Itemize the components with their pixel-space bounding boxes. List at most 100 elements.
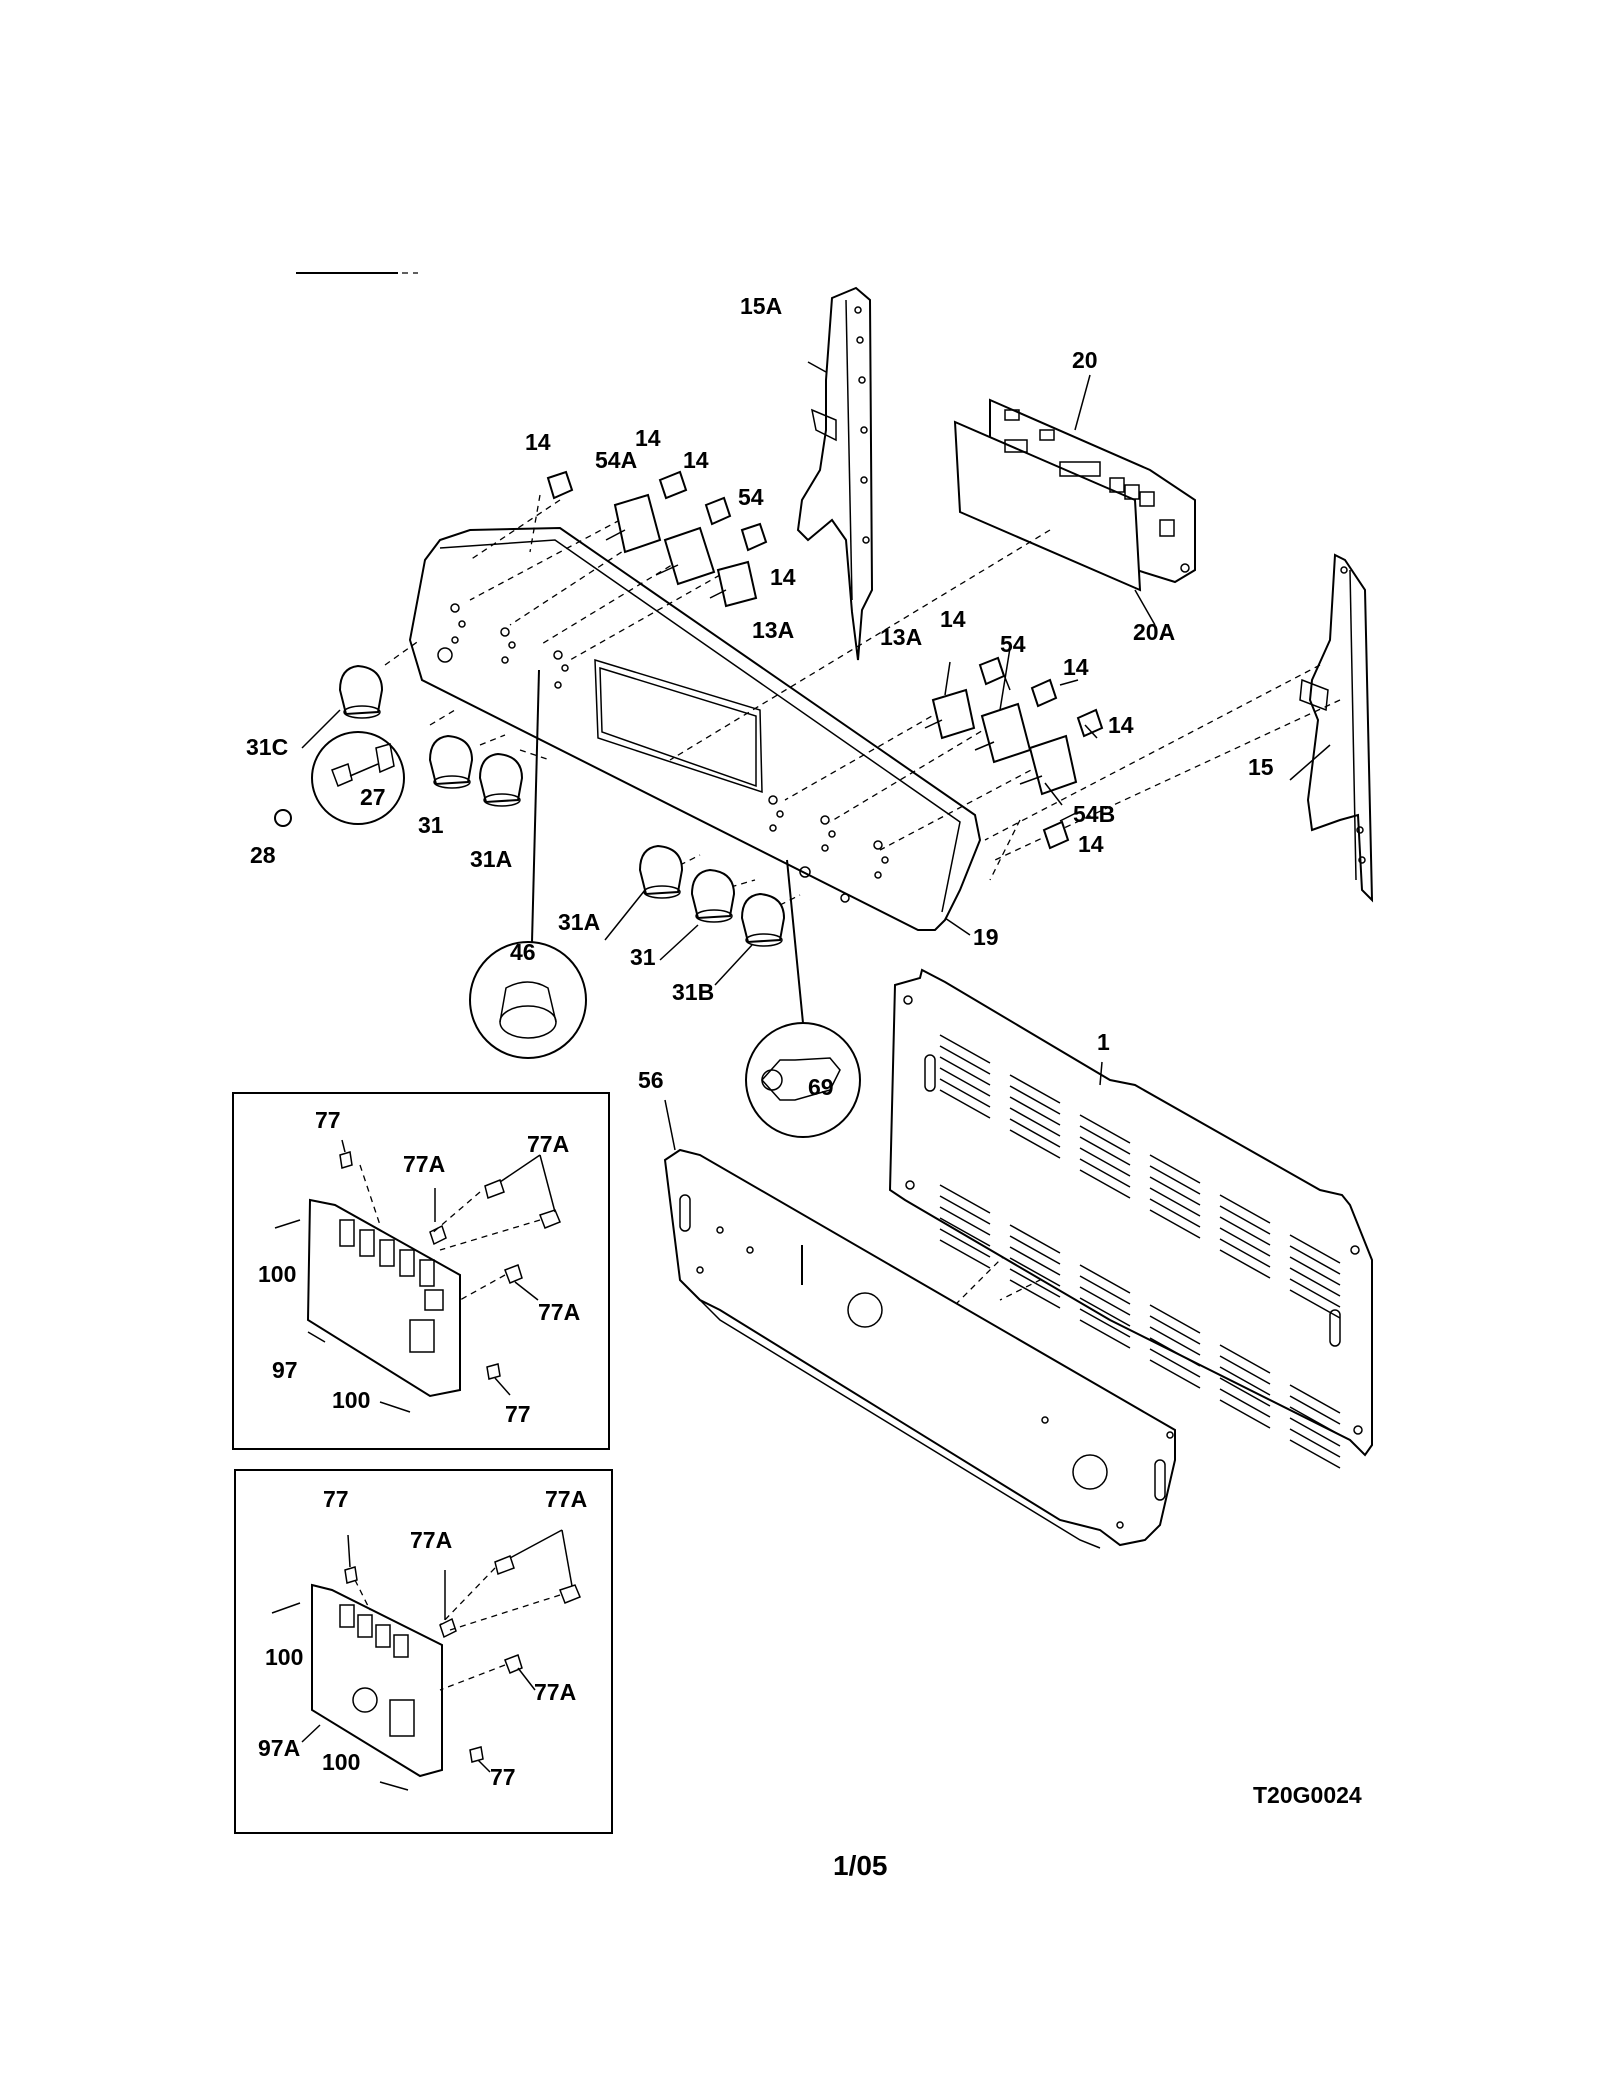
- vent-slot: [1289, 1417, 1341, 1447]
- callout-56: 56: [638, 1067, 664, 1093]
- display-board-20: [953, 398, 1196, 592]
- box1-callout-100-a: 100: [258, 1261, 296, 1287]
- vent-slot: [1289, 1278, 1341, 1308]
- vent-slot: [939, 1067, 991, 1097]
- callout-31b: 31B: [672, 979, 714, 1005]
- vent-slot: [1219, 1377, 1271, 1407]
- callout-31a: 31A: [470, 846, 512, 872]
- vent-slot: [1219, 1344, 1271, 1374]
- vent-slot: [939, 1078, 991, 1108]
- drawing-number: T20G0024: [1253, 1782, 1362, 1808]
- callout-54a: 54A: [595, 447, 637, 473]
- vent-slot: [939, 1228, 991, 1258]
- knobs: [338, 664, 786, 947]
- vent-slot: [1219, 1216, 1271, 1246]
- box2-callout-100-b: 100: [322, 1749, 360, 1775]
- callout-13a-right: 13A: [880, 624, 922, 650]
- vent-slot: [1009, 1268, 1061, 1298]
- vent-slot: [1219, 1366, 1271, 1396]
- vent-slot: [1009, 1246, 1061, 1276]
- vent-slot: [1079, 1308, 1131, 1338]
- bottom-bracket-56: [663, 1148, 1176, 1549]
- box2-callout-77a-b: 77A: [545, 1486, 587, 1512]
- callout-27: 27: [360, 784, 386, 810]
- vent-slot: [1079, 1297, 1131, 1327]
- vent-slot: [1219, 1194, 1271, 1224]
- detail-circle-69: [745, 859, 861, 1138]
- box2-callout-77a-c: 77A: [534, 1679, 576, 1705]
- callout-14-d: 14: [770, 564, 796, 590]
- callout-1: 1: [1097, 1029, 1110, 1055]
- vent-slot: [1079, 1158, 1131, 1188]
- right-switches: [924, 656, 1104, 850]
- vent-slot: [1289, 1267, 1341, 1297]
- callout-54b: 54B: [1073, 801, 1115, 827]
- vent-slot: [1079, 1169, 1131, 1199]
- inset-box-2: [234, 1469, 613, 1834]
- callout-13a: 13A: [752, 617, 794, 643]
- callout-14-g: 14: [1108, 712, 1134, 738]
- vent-slot: [1079, 1319, 1131, 1349]
- callout-46: 46: [510, 939, 536, 965]
- box1-callout-77-a: 77: [315, 1107, 341, 1133]
- callout-31-bottom: 31: [630, 944, 656, 970]
- vent-slot: [1149, 1198, 1201, 1228]
- callout-14-c: 14: [683, 447, 709, 473]
- box2-callout-100-a: 100: [265, 1644, 303, 1670]
- callout-31: 31: [418, 812, 444, 838]
- callout-31c: 31C: [246, 734, 288, 760]
- rear-panel-vents: [939, 1034, 1341, 1469]
- vent-slot: [1009, 1096, 1061, 1126]
- callout-leaders: [301, 647, 1103, 1151]
- vent-slot: [1149, 1176, 1201, 1206]
- box1-callout-77a-c: 77A: [538, 1299, 580, 1325]
- vent-slot: [1289, 1289, 1341, 1319]
- vent-slot: [1149, 1359, 1201, 1389]
- vent-slot: [939, 1206, 991, 1236]
- vent-slot: [1149, 1165, 1201, 1195]
- callout-15a: 15A: [740, 293, 782, 319]
- vent-slot: [939, 1195, 991, 1225]
- vent-slot: [1009, 1074, 1061, 1104]
- vent-slot: [1009, 1118, 1061, 1148]
- box1-callout-77a-b: 77A: [527, 1131, 569, 1157]
- vent-slot: [1079, 1125, 1131, 1155]
- vent-slot: [1149, 1187, 1201, 1217]
- callout-54: 54: [738, 484, 764, 510]
- box2-callout-97a: 97A: [258, 1735, 300, 1761]
- vent-slot: [939, 1034, 991, 1064]
- callout-14-b: 14: [635, 425, 661, 451]
- vent-slot: [1219, 1249, 1271, 1279]
- callout-14-f: 14: [1063, 654, 1089, 680]
- bracket-15: [1299, 553, 1374, 903]
- inset-box-1: [232, 1092, 610, 1450]
- vent-slot: [1149, 1304, 1201, 1334]
- box1-callout-77-b: 77: [505, 1401, 531, 1427]
- vent-slot: [1289, 1439, 1341, 1469]
- vent-slot: [939, 1239, 991, 1269]
- callout-69: 69: [808, 1074, 834, 1100]
- vent-slot: [1009, 1085, 1061, 1115]
- vent-slot: [1289, 1395, 1341, 1425]
- part-28: [274, 809, 292, 827]
- callout-31a-bottom: 31A: [558, 909, 600, 935]
- vent-slot: [1219, 1238, 1271, 1268]
- callout-labels: 15A 20 20A 14 54A 14 14 54 14 13A 13A 14…: [246, 293, 1362, 1881]
- vent-slot: [939, 1045, 991, 1075]
- vent-slot: [1079, 1147, 1131, 1177]
- callout-28: 28: [250, 842, 276, 868]
- control-panel-19: [408, 526, 982, 931]
- vent-slot: [1289, 1406, 1341, 1436]
- box1-callout-97: 97: [272, 1357, 298, 1383]
- box1-callout-77a-a: 77A: [403, 1151, 445, 1177]
- box2-callout-77-b: 77: [490, 1764, 516, 1790]
- callout-20: 20: [1072, 347, 1098, 373]
- vent-slot: [939, 1217, 991, 1247]
- vent-slot: [1009, 1235, 1061, 1265]
- vent-slot: [1009, 1129, 1061, 1159]
- vent-slot: [1009, 1279, 1061, 1309]
- callout-19: 19: [973, 924, 999, 950]
- vent-slot: [1289, 1245, 1341, 1275]
- vent-slot: [1289, 1384, 1341, 1414]
